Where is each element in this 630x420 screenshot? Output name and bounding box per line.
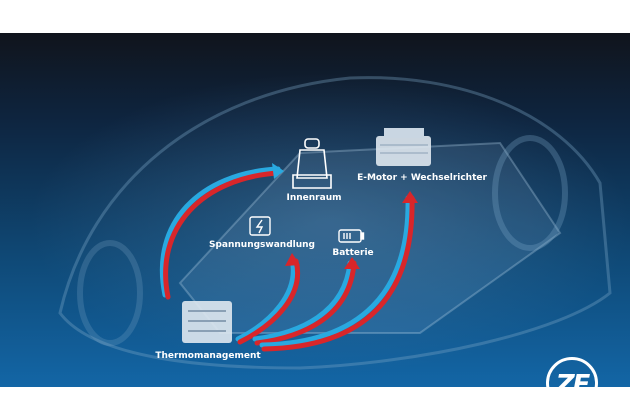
thermal-management-diagram: Innenraum E-Motor + Wechselrichter Spann… <box>0 33 630 387</box>
voltage-converter-icon <box>249 216 271 236</box>
heat-flow-arrows <box>159 128 431 352</box>
seat-icon <box>292 138 332 189</box>
label-voltage-converter: Spannungswandlung <box>208 240 316 250</box>
arrow-to-voltage-converter <box>235 256 300 345</box>
arrow-to-battery <box>252 260 357 346</box>
arrowhead <box>285 253 300 266</box>
arrowhead <box>402 191 418 203</box>
arrowhead <box>344 257 360 269</box>
emotor-inverter-image <box>376 128 431 166</box>
arrowhead <box>272 163 284 179</box>
arrow-to-emotor <box>259 195 415 352</box>
label-thermal-management: Thermomanagement <box>155 351 261 361</box>
battery-icon <box>338 229 365 243</box>
thermal-module-image <box>182 301 232 343</box>
label-emotor: E-Motor + Wechselrichter <box>357 173 487 183</box>
label-interior: Innenraum <box>286 193 342 203</box>
arrow-to-interior <box>159 166 281 300</box>
label-battery: Batterie <box>332 248 374 258</box>
